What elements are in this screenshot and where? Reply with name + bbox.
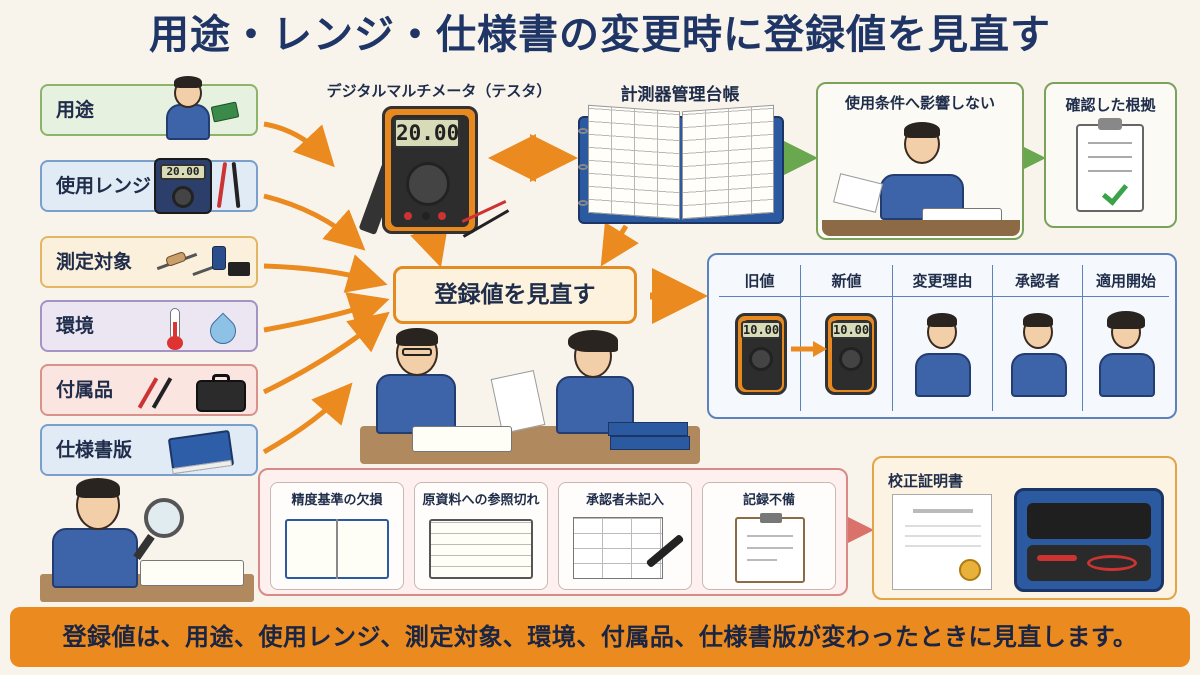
factor-range: 使用レンジ 20.00 xyxy=(40,158,258,214)
no-effect-panel: 使用条件へ影響しない xyxy=(816,82,1024,240)
header-effective-date: 適用開始 xyxy=(1083,265,1169,297)
old-value-display: 10.00 xyxy=(741,321,781,339)
evidence-label: 確認した根拠 xyxy=(1065,96,1156,114)
technician-soldering-icon xyxy=(154,76,242,140)
factor-usage: 用途 xyxy=(40,76,258,140)
arrow-spec xyxy=(262,382,353,455)
torn-binder-icon xyxy=(429,519,533,579)
issues-panel: 精度基準の欠損 原資料への参照切れ 承認者未記入 記録不備 xyxy=(258,468,848,596)
factor-accessory: 付属品 xyxy=(40,364,258,416)
review-registered-values: 登録値を見直す xyxy=(393,266,637,324)
certificate-label: 校正証明書 xyxy=(888,472,964,490)
arrow-ledger-center xyxy=(600,221,639,267)
arrow-target xyxy=(263,254,388,293)
checkmark-icon xyxy=(1101,178,1129,206)
spec-book-icon xyxy=(164,429,244,475)
clipboard-icon xyxy=(735,513,805,583)
header-approver: 承認者 xyxy=(993,265,1082,297)
column-change-reason: 変更理由 xyxy=(893,265,993,411)
issue-approver-missing: 承認者未記入 xyxy=(558,482,692,590)
evidence-panel: 確認した根拠 xyxy=(1044,82,1177,228)
review-meeting-scene xyxy=(360,328,700,466)
multimeter-display: 20.00 xyxy=(394,118,460,148)
arrow-env xyxy=(263,292,390,333)
factor-accessory-label: 付属品 xyxy=(56,379,114,401)
arrow-meter-center xyxy=(410,223,449,268)
factor-usage-label: 用途 xyxy=(56,99,95,121)
blank-form-icon xyxy=(573,517,663,579)
digital-multimeter: 20.00 xyxy=(358,104,510,244)
factor-range-label: 使用レンジ xyxy=(56,175,152,197)
column-effective-date: 適用開始 xyxy=(1083,265,1169,411)
range-display: 20.00 xyxy=(160,164,206,180)
instrument-case-icon xyxy=(1014,488,1164,592)
issue-incomplete-record: 記録不備 xyxy=(702,482,836,590)
equipment-ledger-book xyxy=(578,104,784,226)
old-to-new-arrow xyxy=(791,341,827,357)
calibration-certificate-panel: 校正証明書 xyxy=(872,456,1177,600)
seal-icon xyxy=(959,559,981,581)
factor-spec-version-label: 仕様書版 xyxy=(56,439,133,461)
column-approver: 承認者 xyxy=(993,265,1083,411)
checklist-clipboard-icon xyxy=(1076,118,1144,212)
issue-label: 記録不備 xyxy=(742,493,795,508)
issue-label: 原資料への参照切れ xyxy=(422,493,540,508)
issue-broken-source-reference: 原資料への参照切れ xyxy=(414,482,548,590)
no-effect-label: 使用条件へ影響しない xyxy=(844,94,995,112)
probe-case-icon xyxy=(137,370,254,416)
column-new-value: 新値 10.00 xyxy=(801,265,893,411)
multimeter-icon: 20.00 xyxy=(154,158,254,216)
page-title: 用途・レンジ・仕様書の変更時に登録値を見直す xyxy=(149,12,1051,58)
selector-dial xyxy=(406,162,450,206)
components-icon xyxy=(154,244,254,284)
factor-spec-version: 仕様書版 xyxy=(40,424,258,476)
value-change-record-table: 旧値 10.00 新値 10.00 変更理由 承認者 適用開始 xyxy=(707,253,1177,419)
header-old-value: 旧値 xyxy=(719,265,800,297)
arrow-accessory xyxy=(262,311,390,395)
certificate-document-icon xyxy=(892,494,992,590)
worker-thinking-figure xyxy=(896,122,946,180)
issue-label: 承認者未記入 xyxy=(585,493,664,508)
magnifier-icon xyxy=(144,498,184,538)
factor-environment-label: 環境 xyxy=(56,315,95,337)
water-drop-icon xyxy=(204,310,242,350)
factor-target-label: 測定対象 xyxy=(56,251,133,273)
header-change-reason: 変更理由 xyxy=(893,265,992,297)
ledger-label: 計測器管理台帳 xyxy=(620,85,740,105)
thermometer-icon xyxy=(164,306,244,350)
arrow-usage xyxy=(263,121,335,168)
issue-missing-accuracy-basis: 精度基準の欠損 xyxy=(270,482,404,590)
factor-target: 測定対象 xyxy=(40,236,258,288)
factor-environment: 環境 xyxy=(40,300,258,352)
new-value-display: 10.00 xyxy=(831,321,871,339)
inspector-with-magnifier xyxy=(40,474,254,604)
arrow-range xyxy=(263,193,366,251)
summary-banner: 登録値は、用途、使用レンジ、測定対象、環境、付属品、仕様書版が変わったときに見直… xyxy=(10,607,1190,667)
issue-label: 精度基準の欠損 xyxy=(291,493,383,508)
paper-sheet xyxy=(833,173,883,213)
multimeter-label: デジタルマルチメータ（テスタ） xyxy=(326,82,552,100)
header-new-value: 新値 xyxy=(801,265,892,297)
column-old-value: 旧値 10.00 xyxy=(719,265,801,411)
